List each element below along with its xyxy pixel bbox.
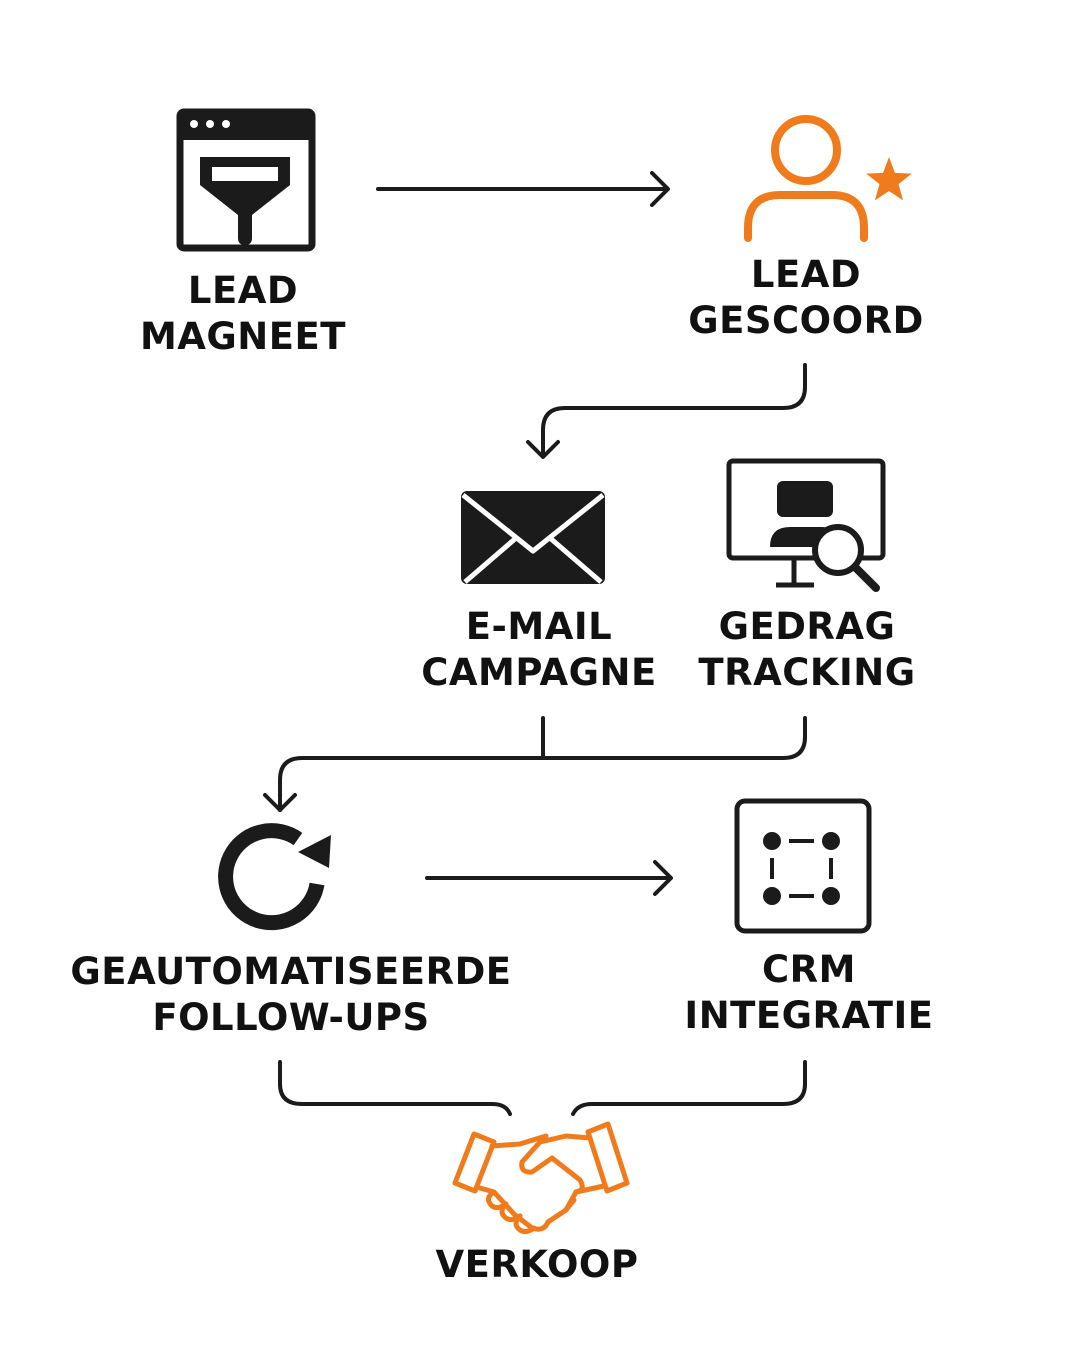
node-label-line: TRACKING [698, 651, 916, 694]
edge-lead-magneet-to-lead-gescoord [376, 171, 670, 207]
node-label-lead-gescoord: LEAD GESCOORD [688, 252, 924, 344]
node-label-email-campagne: E-MAIL CAMPAGNE [421, 604, 657, 696]
node-label-line: FOLLOW-UPS [152, 996, 430, 1039]
node-label-gedrag-tracking: GEDRAG TRACKING [698, 604, 915, 696]
node-label-line: E-MAIL [465, 605, 613, 648]
crm-nodes-icon [734, 798, 872, 934]
node-label-line: GESCOORD [688, 299, 924, 342]
node-label-line: CAMPAGNE [421, 651, 657, 694]
node-label-line: GEDRAG [718, 605, 896, 648]
node-label-line: LEAD [187, 269, 299, 312]
node-label-line: CRM [762, 948, 856, 991]
edge-follow-ups-to-verkoop [278, 1060, 512, 1116]
envelope-icon [461, 491, 605, 584]
refresh-icon [218, 823, 331, 931]
node-label-lead-magneet: LEAD MAGNEET [140, 268, 346, 360]
edge-crm-integratie-to-verkoop [571, 1060, 807, 1116]
edge-lead-gescoord-to-email-campagne [526, 363, 807, 459]
node-label-follow-ups: GEAUTOMATISEERDE FOLLOW-UPS [70, 949, 511, 1041]
node-label-line: INTEGRATIE [684, 994, 934, 1037]
monitor-search-icon [726, 458, 886, 592]
node-label-crm-integratie: CRM INTEGRATIE [684, 947, 933, 1039]
node-label-line: GEAUTOMATISEERDE [70, 950, 512, 993]
node-label-line: LEAD [750, 253, 862, 296]
edge-follow-ups-to-crm-integratie [425, 860, 673, 896]
funnel-browser-icon [176, 108, 316, 252]
node-label-verkoop: VERKOOP [436, 1242, 639, 1288]
node-label-line: MAGNEET [139, 315, 347, 358]
node-label-line: VERKOOP [435, 1243, 639, 1286]
handshake-icon [452, 1121, 630, 1235]
user-star-icon [744, 115, 912, 242]
edge-email-tracking-to-follow-ups [263, 716, 807, 812]
